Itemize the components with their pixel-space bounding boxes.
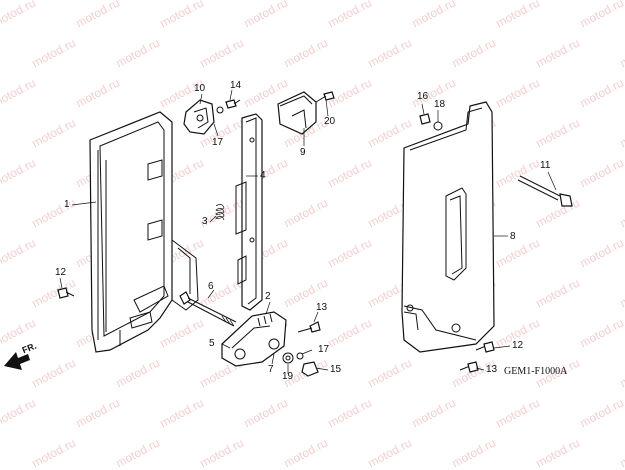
callout-2: 2	[265, 291, 271, 302]
diagram-code: GEM1-F1000A	[504, 366, 568, 377]
callout-15: 15	[330, 364, 342, 375]
bolt-11-part	[517, 175, 573, 207]
bracket-part	[235, 113, 263, 311]
callout-9: 9	[300, 147, 306, 158]
callout-19: 19	[282, 371, 294, 382]
callout-12-left: 12	[55, 267, 67, 278]
callout-13-lower: 13	[486, 364, 498, 375]
callout-11: 11	[540, 160, 551, 171]
callout-1: 1	[64, 199, 70, 210]
callout-8: 8	[510, 231, 516, 242]
callout-13-upper: 13	[316, 302, 328, 313]
leader-lines	[59, 89, 557, 374]
fasteners	[57, 91, 495, 377]
callout-3: 3	[202, 216, 208, 227]
callout-17-lower: 17	[318, 344, 330, 355]
callout-14: 14	[230, 80, 242, 91]
callout-7: 7	[268, 364, 274, 375]
callout-10: 10	[194, 83, 206, 94]
bolt-6-part	[179, 291, 237, 327]
callout-6: 6	[208, 281, 214, 292]
callout-4: 4	[260, 170, 266, 181]
callout-5: 5	[209, 338, 215, 349]
callout-20: 20	[324, 116, 336, 127]
callout-12-right: 12	[512, 340, 524, 351]
small-bracket-part	[183, 99, 215, 135]
left-shroud-part	[89, 111, 199, 353]
callout-16: 16	[417, 91, 429, 102]
callout-18: 18	[434, 99, 446, 110]
callout-17-upper: 17	[212, 137, 224, 148]
cap-part	[277, 91, 317, 135]
hinge-plate-part	[221, 311, 287, 367]
spring-part	[215, 204, 225, 221]
right-shroud-part	[401, 101, 495, 353]
front-arrow-icon	[4, 352, 30, 370]
